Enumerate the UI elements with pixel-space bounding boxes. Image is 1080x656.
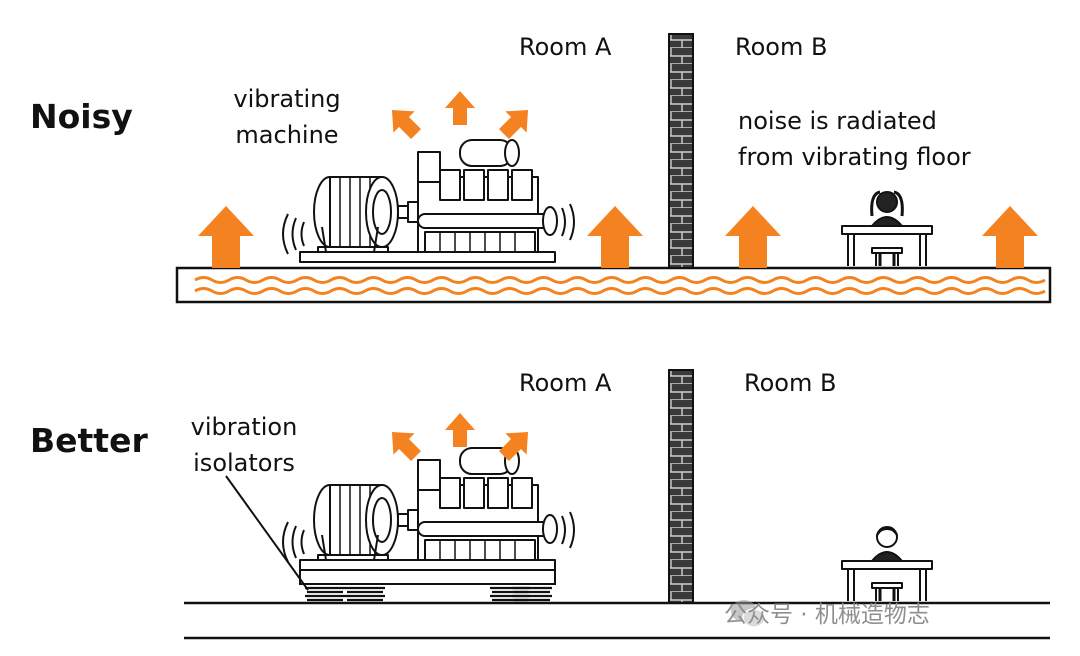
noisy-machine <box>282 139 575 263</box>
floor-noise-note: noise is radiated from vibrating floor <box>738 103 971 175</box>
watermark-text: 公众号 · 机械造物志 <box>724 602 930 628</box>
vibration-isolators-label-line1: vibration <box>190 413 298 441</box>
machine-noise-arrow <box>445 413 475 447</box>
floor-radiation-arrow <box>587 206 643 268</box>
better-heading: Better <box>30 421 148 460</box>
floor-radiation-arrow <box>725 206 781 268</box>
vibration-isolators-label: vibration isolators <box>180 409 308 481</box>
vibrating-machine-label-line2: machine <box>235 121 339 149</box>
vibration-isolator-springs <box>303 586 554 602</box>
person-covering-ears <box>840 190 934 268</box>
noisy-room-a-label: Room A <box>519 33 612 61</box>
vibrating-machine-label-line1: vibrating <box>233 85 341 113</box>
floor-radiation-arrow <box>198 206 254 268</box>
machine-noise-arrow <box>445 91 475 125</box>
machine-noise-arrow <box>381 99 427 145</box>
person-at-desk <box>840 525 934 603</box>
machine-noise-arrow <box>493 99 539 145</box>
floor-noise-note-line2: from vibrating floor <box>738 143 971 171</box>
better-room-a-label: Room A <box>519 369 612 397</box>
vibrating-machine-label: vibrating machine <box>222 81 352 153</box>
better-dividing-wall <box>668 369 694 604</box>
better-room-b-label: Room B <box>744 369 837 397</box>
floor-radiation-arrow <box>982 206 1038 268</box>
floor-vibration-wave <box>194 276 1046 284</box>
isolator-leader-line <box>225 475 309 591</box>
isolation-base-frame <box>299 569 556 585</box>
noisy-floor-slab <box>175 266 1052 304</box>
floor-vibration-wave <box>194 287 1046 295</box>
vibration-isolators-label-line2: isolators <box>193 449 295 477</box>
wechat-icon <box>731 600 766 628</box>
floor-noise-note-line1: noise is radiated <box>738 107 937 135</box>
noisy-room-b-label: Room B <box>735 33 828 61</box>
noisy-dividing-wall <box>668 33 694 269</box>
noisy-heading: Noisy <box>30 97 133 136</box>
better-machine <box>282 447 575 571</box>
